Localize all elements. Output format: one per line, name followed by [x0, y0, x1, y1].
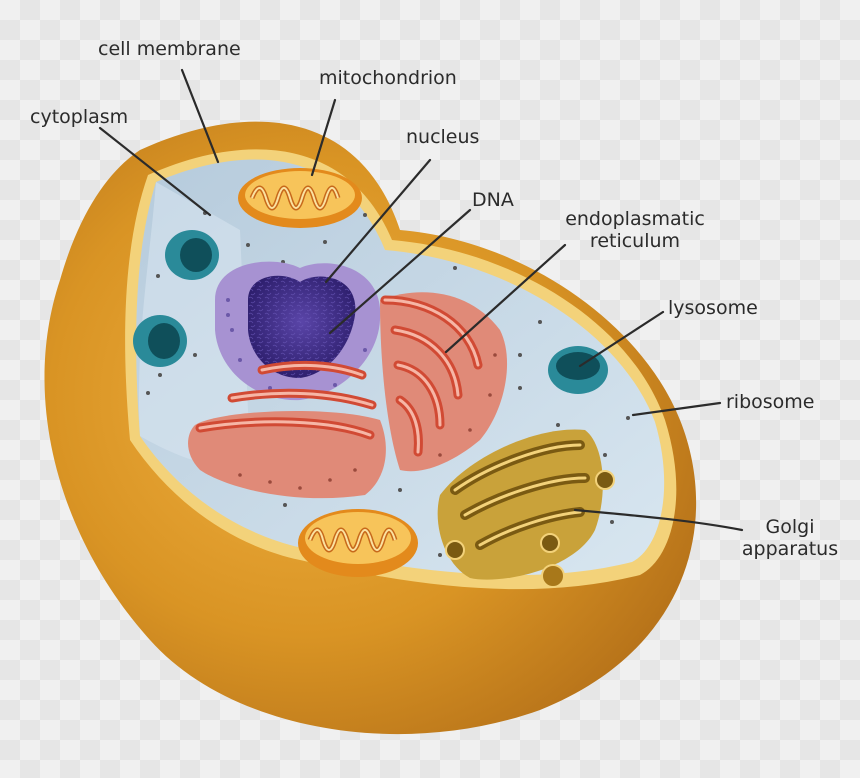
lysosome-left-bottom: [133, 315, 187, 367]
leader-cytoplasm: [98, 126, 212, 217]
leader-ribosome: [631, 401, 722, 417]
mitochondrion-bottom: [298, 509, 418, 577]
mitochondrion-top: [238, 168, 362, 228]
leader-mitochondrion: [310, 98, 337, 177]
leader-lysosome: [578, 310, 665, 368]
label-golgi-line2: apparatus: [741, 538, 839, 560]
label-endoplasmic-reticulum: endoplasmatic reticulum: [555, 208, 715, 252]
lysosome-left-top: [165, 230, 219, 280]
label-er-line2: reticulum: [589, 230, 681, 252]
label-golgi-apparatus: Golgi apparatus: [740, 516, 840, 560]
label-cell-membrane: cell membrane: [98, 38, 241, 60]
label-ribosome: ribosome: [726, 391, 815, 413]
leader-dna: [328, 208, 472, 335]
label-lysosome: lysosome: [668, 297, 758, 319]
label-dna: DNA: [472, 189, 514, 211]
label-mitochondrion: mitochondrion: [319, 67, 457, 89]
leader-golgi: [573, 508, 744, 532]
label-golgi-line1: Golgi: [765, 516, 815, 538]
leader-cell-membrane: [180, 68, 220, 164]
label-er-line1: endoplasmatic: [565, 208, 705, 230]
golgi-apparatus-shape: [437, 429, 615, 588]
leader-nucleus: [324, 158, 432, 284]
endoplasmic-reticulum-shape: [188, 292, 508, 499]
ribosome-dots: [146, 211, 630, 557]
label-cytoplasm: cytoplasm: [30, 106, 129, 128]
label-nucleus: nucleus: [406, 126, 480, 148]
leader-er: [444, 243, 567, 354]
leader-lines: [98, 68, 744, 532]
